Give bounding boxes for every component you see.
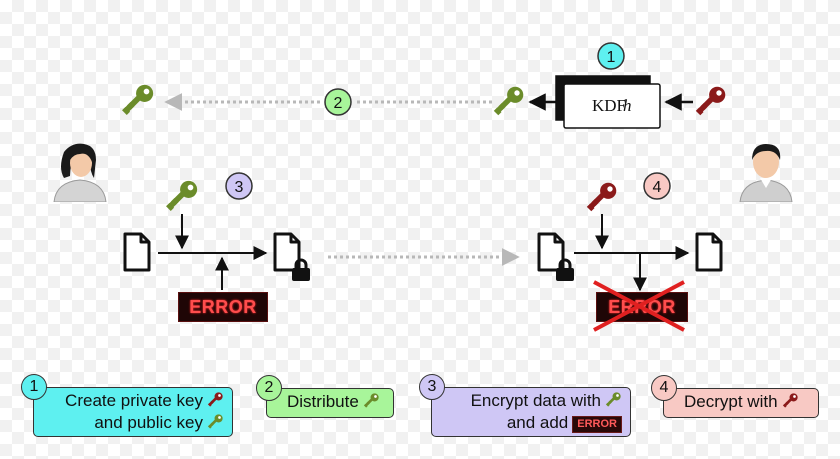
step-2-badge: 2 — [324, 88, 352, 116]
removed-cross-icon — [593, 280, 685, 332]
legend-step-4-number: 4 — [659, 379, 669, 396]
legend-step-2-badge: 2 — [256, 375, 282, 401]
step-3-badge: 3 — [225, 172, 253, 200]
kdf-symbol: h — [623, 96, 632, 115]
legend-step-2: Distribute — [266, 388, 394, 418]
public-key-icon — [206, 413, 224, 431]
legend-step-1-line-2: and public key — [42, 412, 224, 434]
distributed-public-key-icon — [122, 84, 154, 116]
receiver-person-icon — [739, 143, 793, 202]
private-key-icon — [781, 392, 799, 410]
decrypted-document-icon — [695, 232, 723, 272]
svg-text:1: 1 — [607, 49, 616, 66]
legend-error-tag: ERROR — [572, 416, 622, 433]
svg-text:3: 3 — [235, 179, 244, 196]
public-key-icon — [604, 391, 622, 409]
legend-step-4-text: Decrypt with — [684, 392, 778, 411]
step-4-badge: 4 — [643, 172, 671, 200]
legend-step-3-badge: 3 — [419, 374, 445, 400]
generated-public-key-icon — [493, 86, 524, 116]
legend-step-1-number: 1 — [29, 378, 39, 395]
svg-text:2: 2 — [334, 95, 343, 112]
legend-step-2-line-1: Distribute — [275, 391, 385, 413]
received-encrypted-document-icon — [537, 232, 575, 282]
sender-person-icon — [53, 143, 107, 202]
legend-step-4-line-1: Decrypt with — [672, 391, 810, 413]
legend-step-3-line-1: Encrypt data with — [440, 390, 622, 412]
legend-step-1-text-1: Create private key — [65, 391, 203, 410]
legend-step-1-line-1: Create private key — [42, 390, 224, 412]
plaintext-document-icon — [123, 232, 151, 272]
legend-step-4-badge: 4 — [651, 375, 677, 401]
kdf-label: KDF — [592, 96, 626, 115]
legend-step-3-text-2: and add — [506, 413, 569, 432]
decrypt-private-key-icon — [586, 182, 617, 212]
kdf-private-key-icon — [695, 86, 726, 116]
legend-step-1-badge: 1 — [21, 374, 47, 400]
svg-text:4: 4 — [653, 179, 662, 196]
legend-step-3-number: 3 — [427, 378, 437, 395]
encrypted-document-icon — [273, 232, 311, 282]
legend-step-1: Create private key and public key — [33, 387, 233, 437]
error-tag-added-text: ERROR — [189, 296, 257, 317]
legend-step-4: Decrypt with — [663, 388, 819, 418]
step-1-badge: 1 — [597, 42, 625, 70]
encrypt-public-key-icon — [166, 180, 198, 212]
public-key-icon — [362, 392, 380, 410]
kdf-box: KDF h — [555, 75, 661, 129]
legend-step-2-number: 2 — [264, 379, 274, 396]
private-key-icon — [206, 391, 224, 409]
legend-step-1-text-2: and public key — [94, 413, 203, 432]
error-tag-added: ERROR — [178, 292, 268, 322]
legend-step-3-text-1: Encrypt data with — [470, 391, 601, 410]
legend-step-2-text: Distribute — [287, 392, 359, 411]
